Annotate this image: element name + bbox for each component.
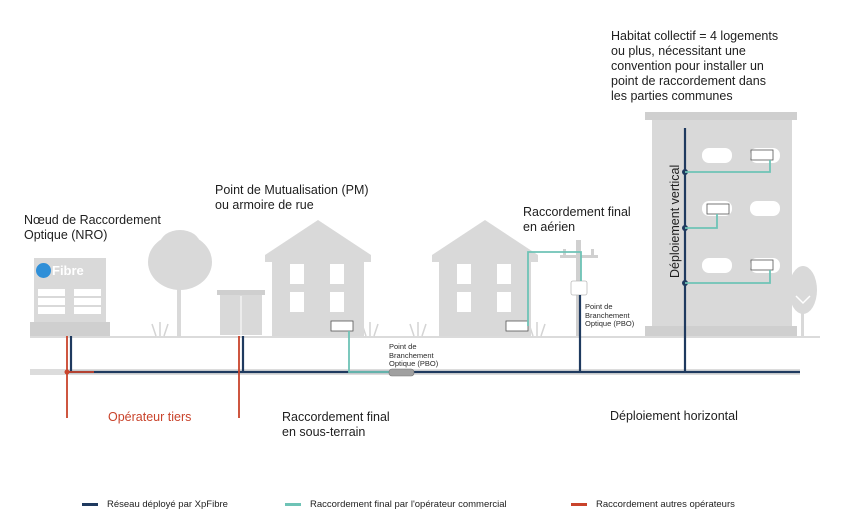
horizontal-deployment-label: Déploiement horizontal bbox=[610, 409, 738, 423]
aerial-label: Raccordement final en aérien bbox=[523, 205, 631, 235]
legend-swatch bbox=[285, 502, 301, 506]
pbo-ground-label-line: Branchement bbox=[389, 350, 434, 360]
pm-label-line: ou armoire de rue bbox=[215, 198, 314, 212]
apartment-building bbox=[645, 112, 797, 336]
aerial-final-connection bbox=[527, 251, 582, 326]
underground-final-connection bbox=[348, 331, 391, 373]
other-operator-node bbox=[64, 369, 70, 375]
xpfibre-logo-mark bbox=[36, 263, 51, 278]
pbo-ground-box bbox=[388, 368, 415, 377]
floor-connection-1 bbox=[685, 160, 771, 173]
habitat-label-line: les parties communes bbox=[611, 89, 733, 103]
house-2 bbox=[432, 220, 538, 336]
habitat-label-line: Habitat collectif = 4 logements bbox=[611, 29, 779, 43]
xpfibre-logo-text: Fibre bbox=[52, 263, 84, 278]
aerial-label-line: en aérien bbox=[523, 220, 576, 234]
habitat-label-line: ou plus, nécessitant une bbox=[611, 44, 746, 58]
pm-cabinet bbox=[217, 290, 265, 335]
grass-decoration bbox=[151, 322, 546, 337]
nro-label-line: Nœud de Raccordement bbox=[24, 213, 161, 227]
legend-label: Réseau déployé par XpFibre bbox=[107, 498, 228, 510]
pbo-ground-label: Point de Branchement Optique (PBO) bbox=[389, 342, 439, 369]
tree-icon bbox=[148, 230, 212, 337]
utility-pole bbox=[560, 240, 598, 336]
pbo-ground-label-line: Point de bbox=[389, 342, 417, 351]
floor-connection-3 bbox=[685, 270, 771, 284]
nro-label-line: Optique (NRO) bbox=[24, 228, 108, 242]
legend-label: Raccordement autres opérateurs bbox=[596, 498, 735, 510]
legend-swatch bbox=[571, 502, 587, 506]
habitat-label-line: convention pour installer un bbox=[611, 59, 764, 73]
nro-label: Nœud de Raccordement Optique (NRO) bbox=[24, 213, 161, 243]
underground-label-line: en sous-terrain bbox=[282, 425, 366, 439]
underground-label-line: Raccordement final bbox=[282, 410, 390, 424]
operateur-tiers-label: Opérateur tiers bbox=[108, 410, 192, 424]
legend-swatch bbox=[82, 502, 98, 506]
habitat-collectif-label: Habitat collectif = 4 logements ou plus,… bbox=[611, 29, 778, 104]
legend-item-network: Réseau déployé par XpFibre bbox=[82, 497, 228, 511]
house-1 bbox=[265, 220, 371, 336]
legend-item-final: Raccordement final par l'opérateur comme… bbox=[285, 497, 507, 511]
legend-label: Raccordement final par l'opérateur comme… bbox=[310, 498, 507, 510]
pbo-ground-label-line: Optique (PBO) bbox=[389, 359, 439, 368]
floor-connection-2 bbox=[685, 214, 718, 229]
pbo-pole-label-line: Optique (PBO) bbox=[585, 319, 635, 328]
underground-label: Raccordement final en sous-terrain bbox=[282, 410, 390, 440]
aerial-label-line: Raccordement final bbox=[523, 205, 631, 219]
pm-label-line: Point de Mutualisation (PM) bbox=[215, 183, 369, 197]
xpfibre-logo-icon: Fibre bbox=[36, 263, 84, 278]
vertical-deployment-label: Déploiement vertical bbox=[668, 164, 682, 278]
pm-label: Point de Mutualisation (PM) ou armoire d… bbox=[215, 183, 369, 213]
small-tree-icon bbox=[789, 266, 817, 336]
pbo-pole-label: Point de Branchement Optique (PBO) bbox=[585, 302, 635, 329]
legend-item-other: Raccordement autres opérateurs bbox=[571, 497, 735, 511]
pbo-pole-label-line: Point de bbox=[585, 302, 613, 311]
habitat-label-line: point de raccordement dans bbox=[611, 74, 766, 88]
pbo-pole-label-line: Branchement bbox=[585, 310, 630, 320]
